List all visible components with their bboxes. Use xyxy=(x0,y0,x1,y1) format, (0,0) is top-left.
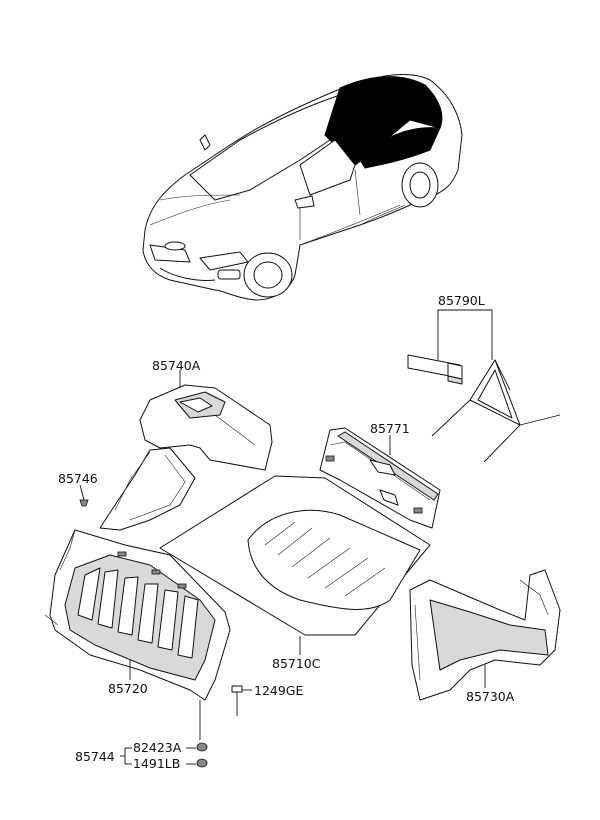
label-1491LB: 1491LB xyxy=(133,756,180,771)
warning-triangle-kit xyxy=(407,309,561,463)
bolt-1249GE xyxy=(231,685,252,716)
label-85720: 85720 xyxy=(108,681,148,696)
car-illustration xyxy=(142,74,463,301)
label-85730A: 85730A xyxy=(466,689,515,704)
label-1249GE: 1249GE xyxy=(254,683,303,698)
label-85740A: 85740A xyxy=(152,358,201,373)
label-85710C: 85710C xyxy=(272,656,321,671)
rear-transverse-trim xyxy=(319,427,441,529)
label-82423A: 82423A xyxy=(133,740,182,755)
clip-85746 xyxy=(79,484,89,507)
right-side-trim xyxy=(409,569,561,701)
label-85746: 85746 xyxy=(58,471,98,486)
label-85744: 85744 xyxy=(75,749,115,764)
left-side-trim xyxy=(99,370,273,531)
label-85790L: 85790L xyxy=(438,293,485,308)
fasteners-85744 xyxy=(120,700,208,768)
luggage-mat xyxy=(159,475,431,655)
label-85771: 85771 xyxy=(370,421,410,436)
rear-floor-cover xyxy=(44,529,231,701)
